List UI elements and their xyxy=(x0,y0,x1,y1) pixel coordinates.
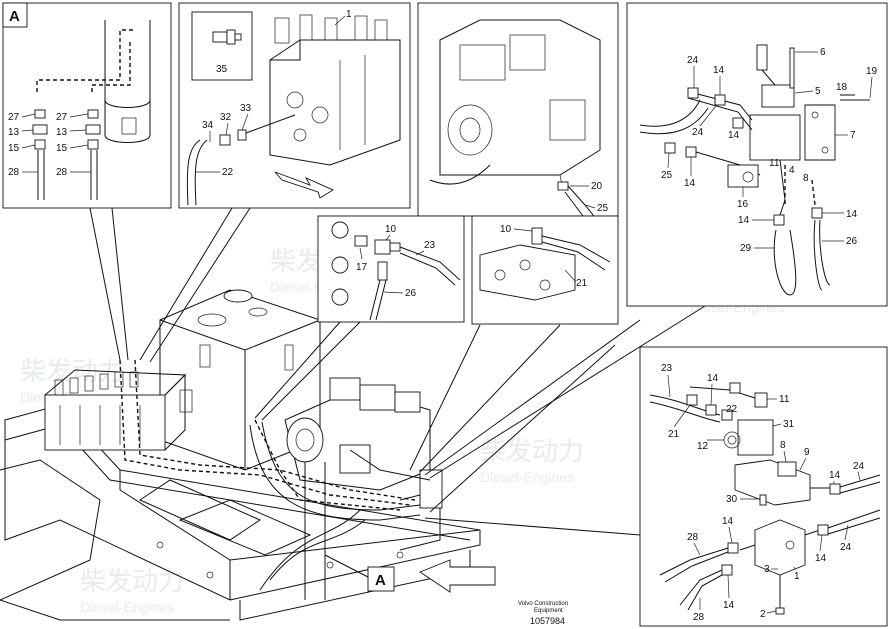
label-10: 10 xyxy=(385,224,397,235)
label-25: 25 xyxy=(661,170,673,181)
label-13: 13 xyxy=(56,127,68,138)
label-22: 22 xyxy=(222,167,234,178)
label-21: 21 xyxy=(576,278,588,289)
label-14: 14 xyxy=(707,373,719,384)
label-5: 5 xyxy=(815,86,821,97)
panel-right-top: 6 24 14 5 18 19 24 14 7 11 25 14 4 8 16 … xyxy=(626,2,888,307)
label-23: 23 xyxy=(424,240,436,251)
label-31: 31 xyxy=(783,419,795,430)
panel-manifold: 10 21 xyxy=(471,215,619,325)
label-24: 24 xyxy=(853,461,865,472)
label-28: 28 xyxy=(56,167,68,178)
label-18: 18 xyxy=(836,82,848,93)
label-17: 17 xyxy=(356,262,368,273)
panel-control-valve: 35 1 34 32 33 22 xyxy=(178,2,411,209)
watermark-en: Diesel-Engines xyxy=(80,599,174,615)
panel-leader-lines xyxy=(89,207,706,536)
label-14: 14 xyxy=(722,516,734,527)
footer-number: 1057984 xyxy=(530,616,565,626)
label-14: 14 xyxy=(723,600,735,611)
label-14: 14 xyxy=(713,65,725,76)
label-28: 28 xyxy=(687,532,699,543)
label-14: 14 xyxy=(815,553,827,564)
label-27: 27 xyxy=(8,112,20,123)
label-19: 19 xyxy=(866,66,878,77)
label-32: 32 xyxy=(220,112,232,123)
main-machine-drawing: A xyxy=(0,289,496,621)
label-3: 3 xyxy=(764,564,770,575)
label-28: 28 xyxy=(8,167,20,178)
panel-a: A 27 27 13 13 15 15 28 28 xyxy=(2,2,172,209)
panel-pump: 20 25 xyxy=(417,2,619,239)
watermark-cn: 柴发动力 xyxy=(20,356,124,386)
panel-right-bottom: 23 14 11 22 31 21 12 8 9 14 24 30 14 28 … xyxy=(639,346,888,627)
label-34: 34 xyxy=(202,120,214,131)
direction-arrow-panel xyxy=(274,171,334,199)
label-8: 8 xyxy=(780,440,786,451)
watermark-en: Diesel-Engines xyxy=(480,469,574,485)
label-24: 24 xyxy=(687,55,699,66)
label-21: 21 xyxy=(668,429,680,440)
label-29: 29 xyxy=(740,243,752,254)
label-15: 15 xyxy=(8,143,20,154)
view-a-marker: A xyxy=(375,572,386,589)
label-4: 4 xyxy=(789,165,795,176)
label-22: 22 xyxy=(726,404,738,415)
label-33: 33 xyxy=(240,103,252,114)
label-24: 24 xyxy=(692,127,704,138)
label-1: 1 xyxy=(346,9,352,20)
label-13: 13 xyxy=(8,127,20,138)
watermark-cn: 柴发动力 xyxy=(480,436,584,466)
label-26: 26 xyxy=(405,288,417,299)
label-26: 26 xyxy=(846,236,858,247)
footer-brand-line2: Equipment xyxy=(534,608,563,614)
direction-arrow-bottom xyxy=(419,559,496,593)
label-27: 27 xyxy=(56,112,68,123)
label-14: 14 xyxy=(728,130,740,141)
label-14: 14 xyxy=(684,178,696,189)
label-10: 10 xyxy=(500,224,512,235)
label-25: 25 xyxy=(597,203,609,214)
label-7: 7 xyxy=(850,130,856,141)
label-24: 24 xyxy=(840,542,852,553)
label-12: 12 xyxy=(697,441,709,452)
label-11: 11 xyxy=(769,158,780,169)
label-2: 2 xyxy=(760,609,766,620)
label-30: 30 xyxy=(726,494,738,505)
label-23: 23 xyxy=(661,363,673,374)
label-14: 14 xyxy=(738,215,750,226)
footer-brand-line1: Volvo Construction xyxy=(518,601,568,607)
watermark-cn: 柴发动力 xyxy=(80,566,184,596)
label-16: 16 xyxy=(737,199,749,210)
label-14: 14 xyxy=(846,209,858,220)
label-6: 6 xyxy=(820,47,826,58)
panel-fittings: 10 23 17 26 xyxy=(317,215,465,323)
label-28: 28 xyxy=(693,612,705,623)
footer: Volvo Construction Equipment 1057984 xyxy=(518,601,568,626)
label-9: 9 xyxy=(804,447,810,458)
valve-spools xyxy=(54,371,141,445)
label-11: 11 xyxy=(779,394,790,405)
label-8: 8 xyxy=(803,173,809,184)
label-20: 20 xyxy=(591,181,603,192)
label-15: 15 xyxy=(56,143,68,154)
label-14: 14 xyxy=(829,470,841,481)
label-1: 1 xyxy=(794,571,800,582)
panel-a-letter: A xyxy=(9,8,20,25)
label-35: 35 xyxy=(216,64,228,75)
